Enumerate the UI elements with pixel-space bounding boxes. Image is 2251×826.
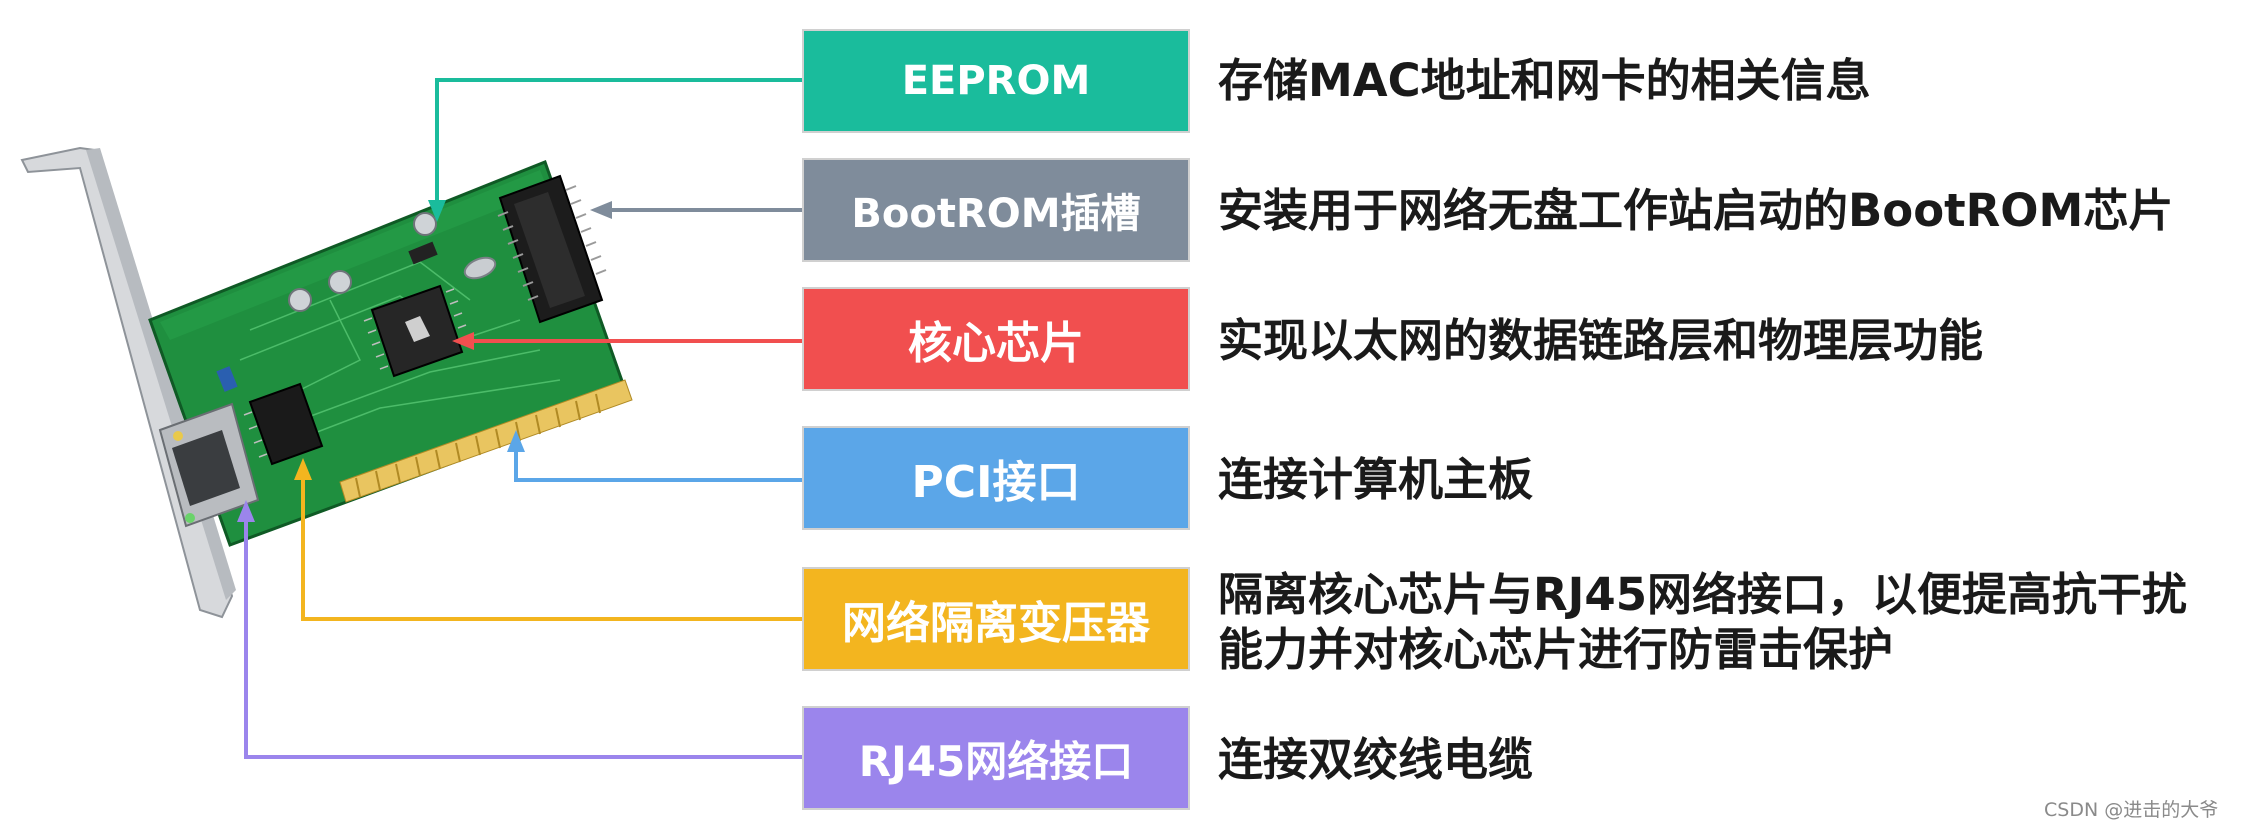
core-chip-description: 实现以太网的数据链路层和物理层功能 [1218, 313, 1983, 368]
network-card-illustration [20, 146, 633, 619]
rj45-interface-label-box: RJ45网络接口 [802, 706, 1190, 810]
description-line: 能力并对核心芯片进行防雷击保护 [1218, 623, 1894, 676]
core-chip-label-box: 核心芯片 [802, 287, 1190, 391]
isolation-transformer-label: 网络隔离变压器 [842, 598, 1150, 649]
isolation-transformer-label-box: 网络隔离变压器 [802, 567, 1190, 671]
description-line: 存储MAC地址和网卡的相关信息 [1218, 54, 1871, 107]
bootrom-slot-label: BootROM插槽 [851, 191, 1141, 237]
rj45-interface-label: RJ45网络接口 [858, 736, 1134, 786]
eeprom-description: 存储MAC地址和网卡的相关信息 [1218, 53, 1871, 108]
rj45-interface-description: 连接双绞线电缆 [1218, 732, 1533, 787]
isolation-transformer [243, 382, 324, 466]
rj45-jack [158, 402, 260, 528]
watermark: CSDN @进击的大爷 [2044, 799, 2219, 821]
pci-interface-label-box: PCI接口 [802, 426, 1190, 530]
capacitors [216, 212, 437, 392]
isolation-transformer-description: 隔离核心芯片与RJ45网络接口，以便提高抗干扰 能力并对核心芯片进行防雷击保护 [1218, 567, 2187, 677]
description-line: 连接计算机主板 [1218, 453, 1534, 506]
bootrom-slot-label-box: BootROM插槽 [802, 158, 1190, 262]
pci-interface-label: PCI接口 [911, 457, 1081, 508]
description-line: 安装用于网络无盘工作站启动的BootROM芯片 [1218, 184, 2174, 237]
eeprom-label-box: EEPROM [802, 29, 1190, 133]
core-chip [363, 284, 471, 378]
eeprom-chip [408, 241, 438, 265]
description-line: 连接双绞线电缆 [1218, 733, 1534, 786]
description-line: 隔离核心芯片与RJ45网络接口，以便提高抗干扰 [1218, 568, 2188, 621]
pci-interface-description: 连接计算机主板 [1218, 452, 1533, 507]
crystal-oscillator [463, 256, 497, 280]
eeprom-label: EEPROM [901, 58, 1091, 104]
bootrom-slot-description: 安装用于网络无盘工作站启动的BootROM芯片 [1218, 183, 2173, 238]
description-line: 实现以太网的数据链路层和物理层功能 [1218, 314, 1984, 367]
core-chip-label: 核心芯片 [908, 318, 1084, 369]
